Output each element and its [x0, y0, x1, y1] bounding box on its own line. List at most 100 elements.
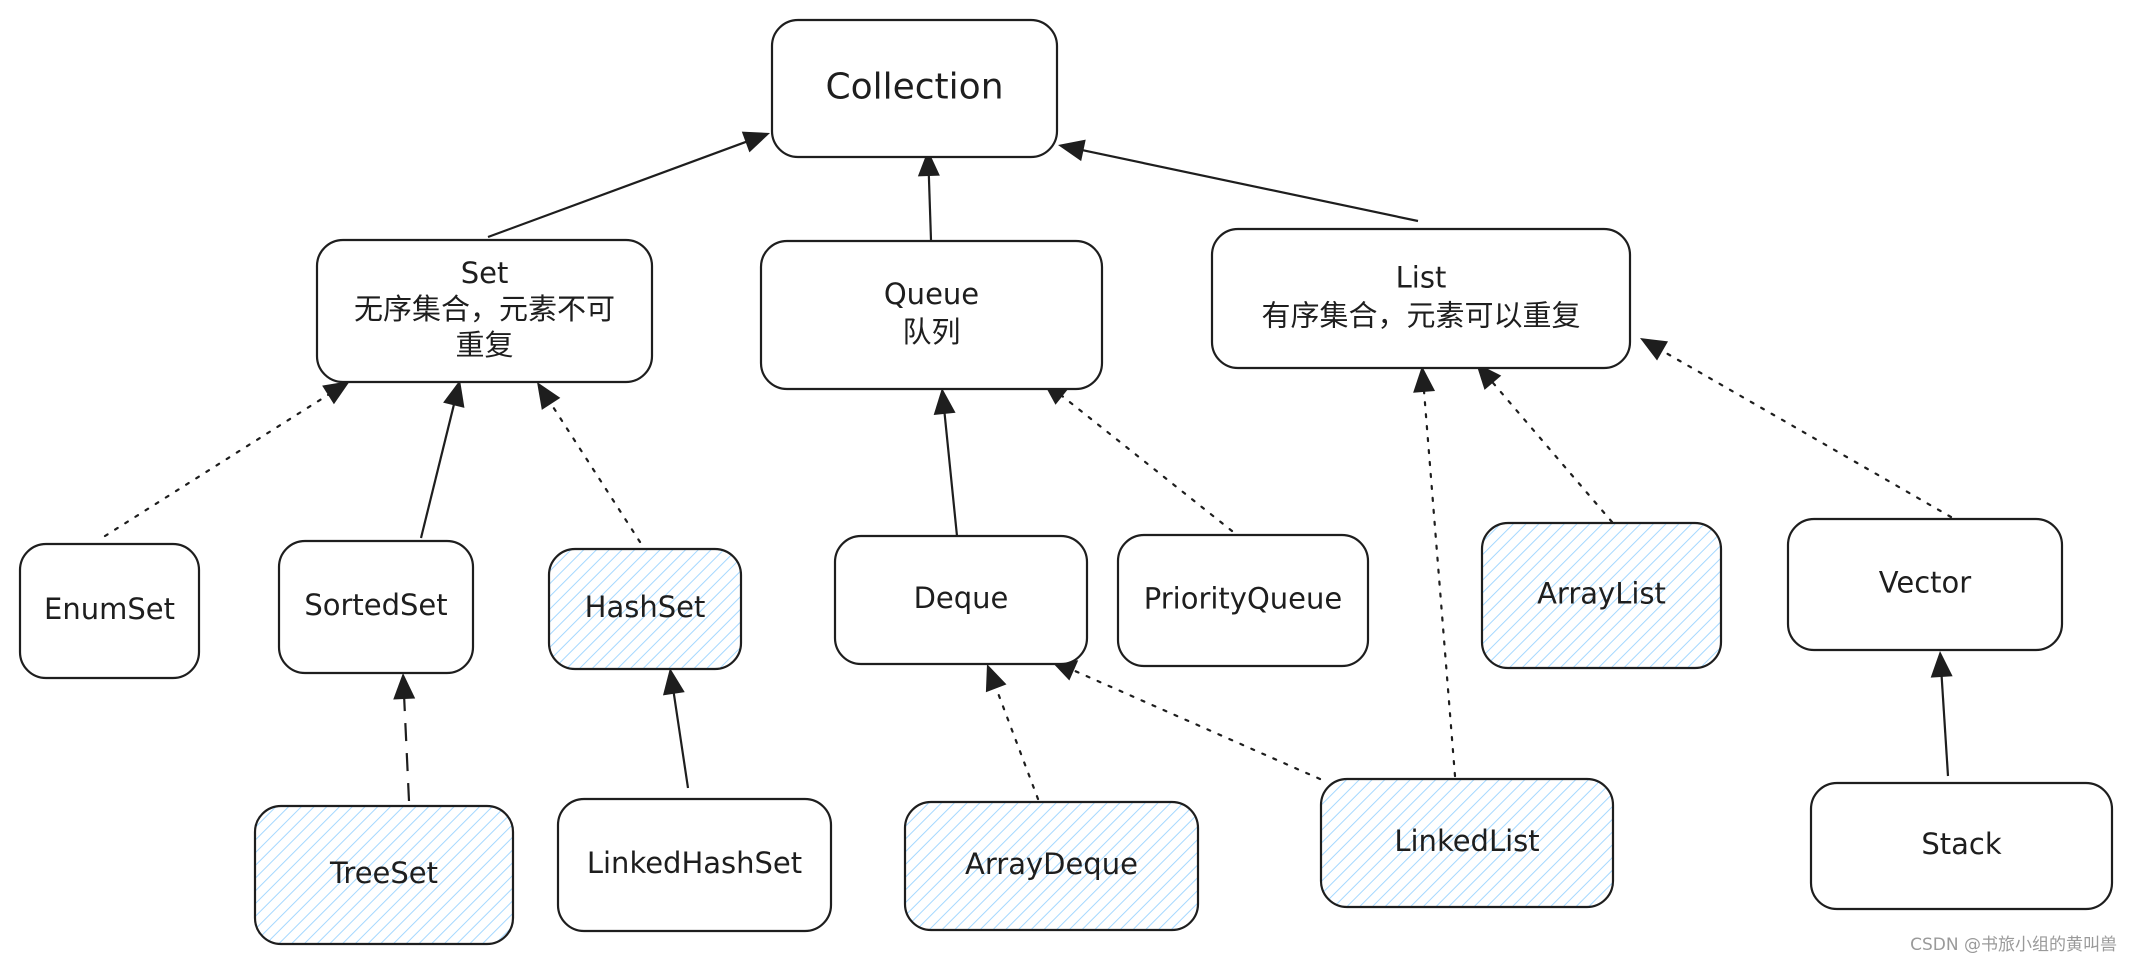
- node-box: [277, 539, 475, 675]
- arrow-head-icon: [1930, 651, 1953, 678]
- edge-arraydeque-to-deque: [985, 664, 1040, 801]
- edge-line: [994, 685, 1040, 801]
- edge-line: [487, 140, 748, 239]
- edge-line: [103, 392, 331, 538]
- arrow-head-icon: [1050, 660, 1079, 681]
- watermark: CSDN @书旅小组的黄叫兽: [1910, 935, 2117, 955]
- node-hashset[interactable]: HashSet: [547, 547, 743, 671]
- node-label: HashSet: [585, 590, 706, 624]
- node-label: ArrayList: [1537, 577, 1666, 611]
- node-label: Vector: [1879, 566, 1971, 600]
- node-label: ArrayDeque: [965, 847, 1138, 881]
- edge-line: [1059, 393, 1234, 533]
- edge-hashset-to-set: [537, 382, 642, 544]
- arrow-head-icon: [1640, 338, 1669, 361]
- edge-deque-to-queue: [933, 388, 959, 537]
- node-box: [18, 542, 201, 680]
- node-box: [315, 238, 654, 384]
- node-label: Set: [461, 256, 509, 290]
- edge-treeset-to-sortedset: [393, 673, 416, 802]
- edge-line: [1081, 148, 1419, 223]
- node-label: LinkedHashSet: [587, 846, 802, 880]
- node-label: EnumSet: [44, 592, 175, 626]
- arrow-head-icon: [933, 388, 956, 415]
- node-priorityqueue[interactable]: PriorityQueue: [1116, 533, 1370, 668]
- edge-line: [1070, 668, 1322, 781]
- edge-line: [1659, 348, 1953, 519]
- edge-queue-to-collection: [917, 150, 940, 241]
- arrow-head-icon: [443, 380, 465, 408]
- edge-priorityqueue-to-queue: [1042, 380, 1234, 533]
- node-label: 重复: [455, 328, 513, 362]
- node-treeset[interactable]: TreeSet: [253, 804, 515, 946]
- node-label: Deque: [914, 581, 1009, 615]
- node-box: [770, 18, 1059, 159]
- arrow-head-icon: [917, 150, 940, 177]
- node-queue[interactable]: Queue 队列: [759, 239, 1104, 391]
- node-box: [1116, 533, 1370, 668]
- edge-line: [419, 403, 456, 539]
- arrow-head-icon: [393, 673, 416, 700]
- edge-line: [943, 411, 959, 537]
- node-collection[interactable]: Collection: [770, 18, 1059, 159]
- node-box: [759, 239, 1104, 391]
- node-label: Stack: [1921, 827, 2001, 861]
- node-box: [556, 797, 833, 933]
- node-deque[interactable]: Deque: [833, 534, 1089, 666]
- edge-linkedhashset-to-hashset: [662, 668, 690, 789]
- edge-enumset-to-set: [103, 381, 350, 538]
- node-vector[interactable]: Vector: [1786, 517, 2064, 652]
- arrow-head-icon: [662, 668, 685, 696]
- node-label: 队列: [902, 315, 960, 349]
- node-linkedlist[interactable]: LinkedList: [1319, 777, 1615, 909]
- edge-linkedlist-to-deque: [1050, 660, 1322, 781]
- node-stack[interactable]: Stack: [1809, 781, 2114, 911]
- node-label: TreeSet: [329, 856, 438, 890]
- arrow-head-icon: [537, 382, 561, 410]
- node-label: SortedSet: [304, 588, 447, 622]
- edge-sortedset-to-set: [419, 380, 465, 539]
- node-linkedhashset[interactable]: LinkedHashSet: [556, 797, 833, 933]
- arrow-head-icon: [1058, 139, 1086, 162]
- arrow-head-icon: [1476, 363, 1502, 390]
- edge-line: [1940, 674, 1950, 777]
- edge-line: [672, 691, 690, 789]
- edge-line: [548, 401, 642, 544]
- node-box: [1319, 777, 1615, 909]
- arrow-head-icon: [1413, 366, 1436, 393]
- arrow-head-icon: [741, 131, 770, 153]
- node-box: [253, 804, 515, 946]
- node-arraydeque[interactable]: ArrayDeque: [903, 800, 1200, 932]
- node-arraylist[interactable]: ArrayList: [1480, 521, 1723, 670]
- arrow-head-icon: [322, 381, 350, 405]
- edge-stack-to-vector: [1930, 651, 1953, 777]
- node-label: 无序集合，元素不可: [354, 292, 615, 326]
- edge-list-to-collection: [1058, 139, 1419, 223]
- edge-line: [1490, 380, 1614, 524]
- node-label: List: [1396, 261, 1447, 295]
- node-box: [547, 547, 743, 671]
- node-box: [1786, 517, 2064, 652]
- node-sortedset[interactable]: SortedSet: [277, 539, 475, 675]
- node-list[interactable]: List 有序集合，元素可以重复: [1210, 227, 1632, 370]
- node-box: [903, 800, 1200, 932]
- node-box: [1809, 781, 2114, 911]
- arrow-head-icon: [985, 664, 1007, 693]
- edge-linkedlist-to-list: [1413, 366, 1457, 778]
- node-label: PriorityQueue: [1144, 582, 1342, 616]
- edges-layer: [103, 131, 1953, 802]
- node-box: [1480, 521, 1723, 670]
- node-enumset[interactable]: EnumSet: [18, 542, 201, 680]
- node-label: Queue: [884, 277, 979, 311]
- edge-vector-to-list: [1640, 338, 1953, 519]
- node-label: 有序集合，元素可以重复: [1261, 299, 1580, 333]
- node-box: [1210, 227, 1632, 370]
- edge-line: [403, 696, 411, 802]
- edge-line: [1422, 388, 1457, 778]
- node-label: Collection: [825, 67, 1003, 108]
- edge-line: [927, 173, 933, 241]
- node-box: [833, 534, 1089, 666]
